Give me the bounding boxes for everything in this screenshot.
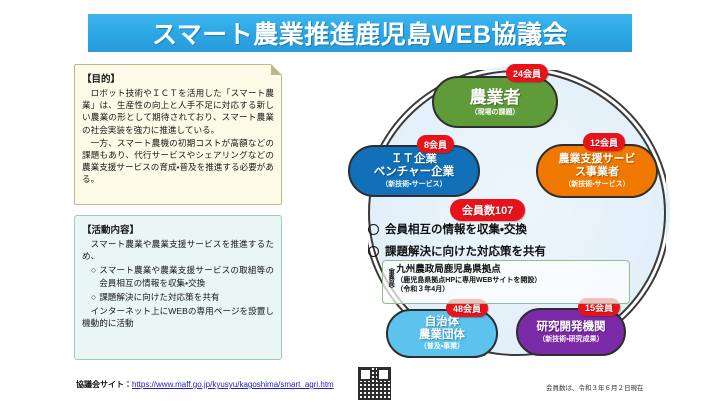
activity-bullet-2: ○ 課題解決に向けた対応策を共有 <box>91 291 274 303</box>
purpose-heading: 【目的】 <box>82 74 121 85</box>
node-research-sublabel: （新技術・研究成果） <box>538 335 604 343</box>
activity-body: スマート農業や農業支援サービスを推進するため、 ○ スマート農業や農業支援サービ… <box>82 238 274 329</box>
secretariat-box: （事務局） 九州農政局鹿児島県拠点 （鹿児島県拠点HPに専用WEBサイトを開設）… <box>382 260 630 304</box>
page-title-banner: スマート農業推進鹿児島WEB協議会 <box>88 14 632 52</box>
secretariat-note-1: （鹿児島県拠点HPに専用WEBサイトを開設） <box>396 276 542 284</box>
activity-panel: 【活動内容】 スマート農業や農業支援サービスを推進するため、 ○ スマート農業や… <box>74 215 282 360</box>
center-list-item-2: 課題解決に向けた対応策を共有 <box>366 243 666 259</box>
node-support-label2: ス事業者 <box>575 166 619 179</box>
council-site-label: 協議会サイト： <box>76 380 132 389</box>
activity-closing: インターネット上にWEBの専用ページを設置し機動的に活動 <box>82 306 274 329</box>
circle-bullet-icon <box>368 223 379 235</box>
council-site-link[interactable]: https://www.maff.go.jp/kyusyu/kagoshima/… <box>132 380 334 389</box>
activity-bullet-1-text: スマート農業や農業支援サービスの取組等の会員相互の情報を収集・交換 <box>99 265 274 288</box>
center-list-item-1: 会員相互の情報を収集・交換 <box>366 221 666 237</box>
center-list-item-2-text: 課題解決に向けた対応策を共有 <box>385 246 546 258</box>
node-it-sublabel: （新技術・サービス） <box>381 180 447 188</box>
badge-total-members: 会員数107 <box>450 199 526 221</box>
council-site-line: 協議会サイト：https://www.maff.go.jp/kyusyu/kag… <box>76 379 334 390</box>
node-local-label2: 農業団体 <box>419 328 465 341</box>
diagram-node-support-service: 農業支援サービ ス事業者 （新技術・サービス） <box>536 144 658 198</box>
diagram-node-farmer: 農業者 （現場の課題） <box>432 76 558 128</box>
center-list-item-1-text: 会員相互の情報を収集・交換 <box>385 224 527 236</box>
node-it-label: ＩＴ企業 <box>391 153 437 166</box>
purpose-paragraph-1: ロボット技術やＩＣＴを活用した「スマート農業」は、生産性の向上と人手不足に対応す… <box>82 88 274 135</box>
qr-code-icon <box>358 367 391 400</box>
badge-farmer-count: 24会員 <box>506 64 549 82</box>
diagram-center-list: 会員相互の情報を収集・交換 課題解決に向けた対応策を共有 <box>366 221 666 265</box>
circle-bullet-icon <box>368 245 379 257</box>
badge-it-count: 8会員 <box>417 135 455 153</box>
purpose-paragraph-2: 一方、スマート農機の初期コストが高額などの課題もあり、代行サービスやシェアリング… <box>82 137 274 185</box>
node-farmer-label: 農業者 <box>469 87 521 107</box>
purpose-panel: 【目的】 ロボット技術やＩＣＴを活用した「スマート農業」は、生産性の向上と人手不… <box>74 64 282 205</box>
node-research-label: 研究開発機関 <box>536 320 606 333</box>
secretariat-label: （事務局） <box>387 264 394 292</box>
node-local-sublabel: （普及・事業） <box>419 343 465 351</box>
secretariat-name: 九州農政局鹿児島県拠点 <box>396 264 501 275</box>
node-farmer-sublabel: （現場の課題） <box>470 108 520 116</box>
node-local-label: 自治体 <box>424 315 460 328</box>
diagram-node-it-company: ＩＴ企業 ベンチャー企業 （新技術・サービス） <box>348 145 480 197</box>
node-it-label2: ベンチャー企業 <box>373 166 455 179</box>
diagram-node-local-government: 自治体 農業団体 （普及・事業） <box>386 309 498 358</box>
activity-lead: スマート農業や農業支援サービスを推進するため、 <box>82 239 274 262</box>
purpose-body: ロボット技術やＩＣＴを活用した「スマート農業」は、生産性の向上と人手不足に対応す… <box>82 87 274 186</box>
node-support-label: 農業支援サービ <box>558 152 636 165</box>
page-title: スマート農業推進鹿児島WEB協議会 <box>151 21 569 49</box>
activity-bullet-1: ○ スマート農業や農業支援サービスの取組等の会員相互の情報を収集・交換 <box>91 264 274 288</box>
bullet-marker-icon: ○ <box>91 291 97 302</box>
member-structure-diagram: 農業者 （現場の課題） 24会員 ＩＴ企業 ベンチャー企業 （新技術・サービス）… <box>338 56 714 366</box>
diagram-node-research: 研究開発機関 （新技術・研究成果） <box>516 308 626 356</box>
activity-bullet-2-text: 課題解決に向けた対応策を共有 <box>99 291 220 302</box>
member-count-asof-note: 会員数は、令和３年６月２日現在 <box>546 385 644 392</box>
bullet-marker-icon: ○ <box>91 265 97 276</box>
node-support-sublabel: （新技術・サービス） <box>564 181 630 189</box>
secretariat-text: 九州農政局鹿児島県拠点 （鹿児島県拠点HPに専用WEBサイトを開設） （令和３年… <box>396 264 625 300</box>
badge-support-count: 12会員 <box>583 133 626 151</box>
activity-heading: 【活動内容】 <box>82 225 140 236</box>
secretariat-note-2: （令和３年4月） <box>396 285 450 293</box>
